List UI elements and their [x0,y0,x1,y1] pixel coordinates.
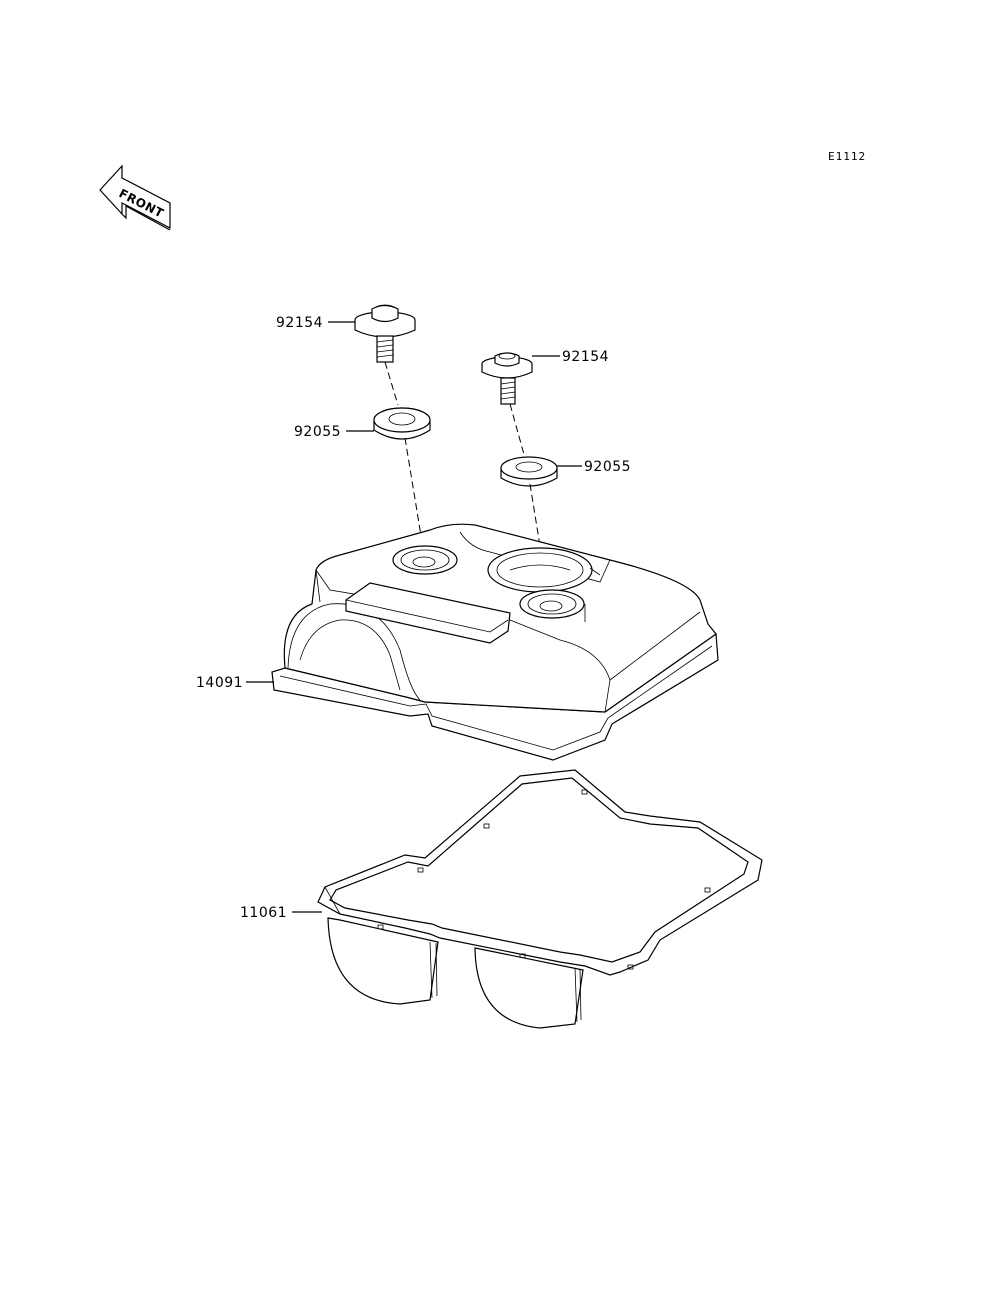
callout-bolt-left: 92154 [276,315,323,331]
bolt-right [481,352,533,405]
callout-cover: 14091 [196,675,243,691]
bolt-left [354,304,416,363]
callout-gasket: 11061 [240,905,287,921]
diagram-code: E1112 [828,150,866,163]
callout-washer-right: 92055 [584,459,631,475]
valve-cover [271,523,719,761]
front-arrow-icon: FRONT [99,164,171,231]
gasket [317,769,763,1029]
washer-right [500,456,558,487]
callout-washer-left: 92055 [294,424,341,440]
washer-left [373,407,431,440]
callout-bolt-right: 92154 [562,349,609,365]
